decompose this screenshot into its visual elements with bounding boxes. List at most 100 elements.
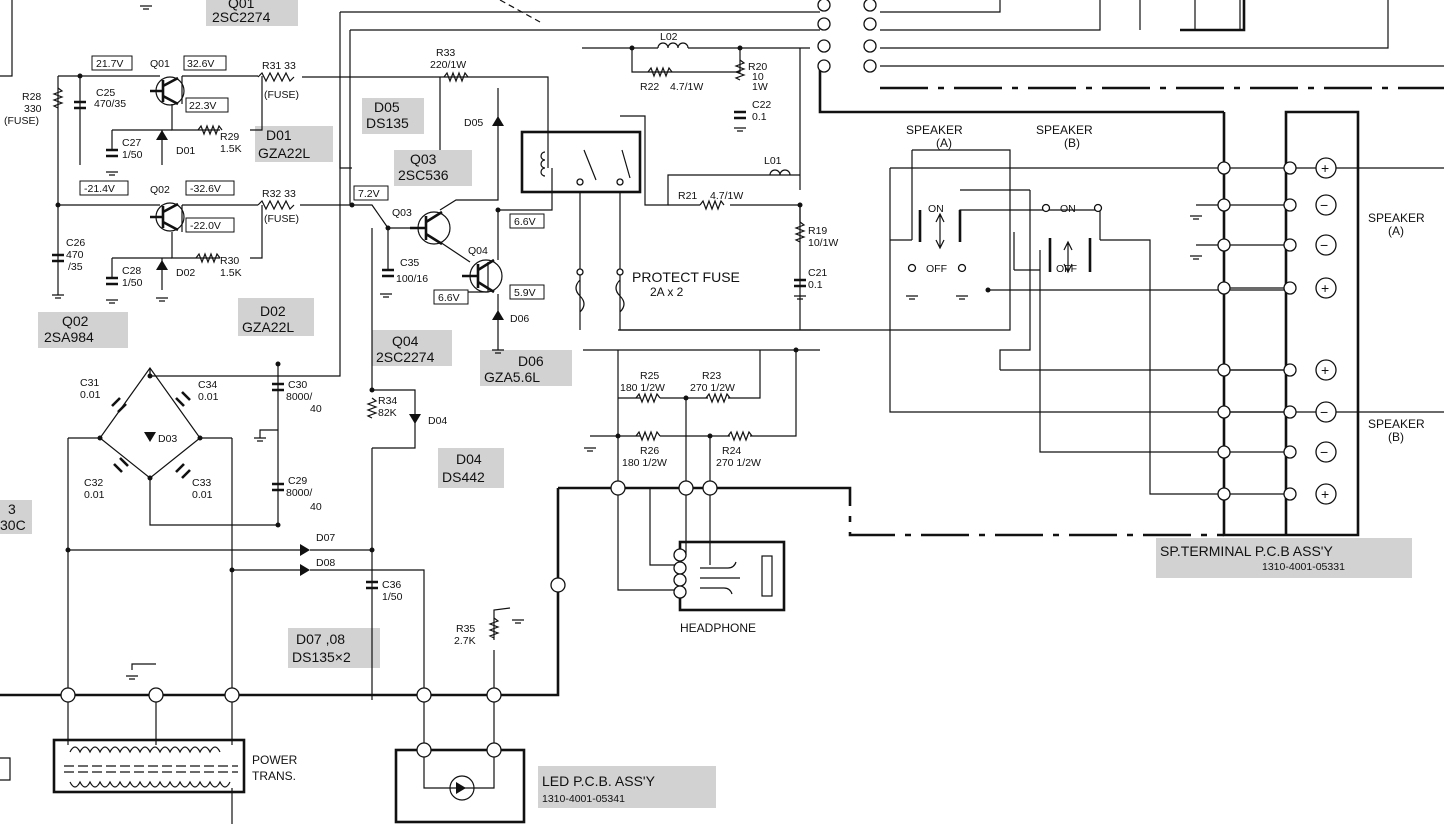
c21-symbol bbox=[794, 278, 806, 288]
d02-symbol bbox=[156, 260, 168, 270]
c32-value: 0.01 bbox=[84, 489, 105, 501]
top-cut-ref: Q01 bbox=[228, 0, 255, 11]
c29-value2: 40 bbox=[310, 501, 322, 513]
r22-value: 4.7/1W bbox=[670, 81, 703, 93]
c35-ref: C35 bbox=[400, 257, 419, 269]
c28-value: 1/50 bbox=[122, 277, 143, 289]
r26-value: 180 1/2W bbox=[622, 457, 667, 469]
d03-ref: D03 bbox=[158, 433, 177, 445]
relay bbox=[520, 130, 642, 194]
highlight-boxes bbox=[0, 0, 1412, 808]
c28-ref: C28 bbox=[122, 265, 141, 277]
protect-fuse-value: 2A x 2 bbox=[650, 285, 684, 299]
left-cut-1: 3 bbox=[8, 501, 16, 517]
q04-tag-part: 2SC2274 bbox=[376, 349, 435, 365]
out-speaker-a-sub: (A) bbox=[1388, 224, 1404, 238]
c26-symbol bbox=[52, 253, 64, 263]
l02-ref: L02 bbox=[660, 31, 678, 43]
nodes bbox=[55, 0, 1297, 758]
q04-emitter-voltage: 5.9V bbox=[514, 287, 536, 299]
c27-value: 1/50 bbox=[122, 149, 143, 161]
c33-ref: C33 bbox=[192, 477, 211, 489]
term-a-plus-1: + bbox=[1321, 160, 1329, 176]
r22-symbol bbox=[647, 66, 673, 78]
l01-ref: L01 bbox=[764, 155, 782, 167]
power-trans-label-2: TRANS. bbox=[252, 769, 296, 783]
c35-value: 100/16 bbox=[396, 273, 428, 285]
c28-symbol bbox=[106, 276, 118, 286]
d07-symbol bbox=[300, 544, 310, 556]
r20-value1: 10 bbox=[752, 71, 764, 83]
q02-collector-voltage: -32.6V bbox=[190, 183, 221, 195]
out-speaker-b-sub: (B) bbox=[1388, 430, 1404, 444]
c36-symbol bbox=[366, 580, 378, 590]
d01-tag-ref: D01 bbox=[266, 127, 292, 143]
d05-ref: D05 bbox=[464, 117, 483, 129]
d08-ref: D08 bbox=[316, 557, 335, 569]
r20-symbol bbox=[734, 59, 746, 81]
headphone-label: HEADPHONE bbox=[680, 621, 756, 635]
sp-terminal-part: 1310-4001-05331 bbox=[1262, 561, 1345, 573]
r21-ref: R21 bbox=[678, 190, 697, 202]
c30-value2: 40 bbox=[310, 403, 322, 415]
term-a-plus-2: + bbox=[1321, 280, 1329, 296]
r30-ref: R30 bbox=[220, 255, 239, 267]
r21-value: 4.7/1W bbox=[710, 190, 743, 202]
r20-ref: R20 bbox=[748, 61, 767, 73]
r32-symbol bbox=[257, 199, 295, 211]
c26-ref: C26 bbox=[66, 237, 85, 249]
q03-collector-voltage: 6.6V bbox=[514, 216, 536, 228]
r23-symbol bbox=[705, 392, 731, 404]
d06-tag-part: GZA5.6L bbox=[484, 369, 540, 385]
q01-base-voltage: 21.7V bbox=[96, 58, 123, 70]
c27-symbol bbox=[106, 148, 118, 158]
r23-ref: R23 bbox=[702, 370, 721, 382]
r22-ref: R22 bbox=[640, 81, 659, 93]
c34-ref: C34 bbox=[198, 379, 217, 391]
c35-symbol bbox=[382, 268, 394, 278]
r26-ref: R26 bbox=[640, 445, 659, 457]
c30-value1: 8000/ bbox=[286, 391, 312, 403]
c25-ref: C25 bbox=[96, 87, 115, 99]
d07-ref: D07 bbox=[316, 532, 335, 544]
ground-symbols bbox=[52, 5, 1202, 680]
c36-value: 1/50 bbox=[382, 591, 403, 603]
q04-tag-ref: Q04 bbox=[392, 333, 419, 349]
out-speaker-b-title: SPEAKER bbox=[1368, 417, 1425, 431]
q01-ref: Q01 bbox=[150, 58, 170, 70]
c30-ref: C30 bbox=[288, 379, 307, 391]
power-trans-label-1: POWER bbox=[252, 753, 298, 767]
d0708-tag-ref: D07 ,08 bbox=[296, 631, 345, 647]
d06-symbol bbox=[492, 310, 504, 320]
d06-tag-ref: D06 bbox=[518, 353, 544, 369]
c31-ref: C31 bbox=[80, 377, 99, 389]
r19-symbol bbox=[794, 221, 806, 243]
c21-ref: C21 bbox=[808, 267, 827, 279]
q04-base-voltage: 6.6V bbox=[438, 292, 460, 304]
r19-value: 10/1W bbox=[808, 237, 838, 249]
r31-ref: R31 33 bbox=[262, 60, 296, 72]
component-labels: Q01 2SC2274 R28 330 (FUSE) C25 470/35 Q0… bbox=[0, 0, 1425, 805]
d01-ref: D01 bbox=[176, 145, 195, 157]
component-symbols bbox=[52, 42, 1103, 801]
c22-value: 0.1 bbox=[752, 111, 767, 123]
protect-fuse-label: PROTECT FUSE bbox=[632, 269, 740, 285]
r33-ref: R33 bbox=[436, 47, 455, 59]
speaker-b-switch-sub: (B) bbox=[1064, 136, 1080, 150]
d02-tag-part: GZA22L bbox=[242, 319, 294, 335]
q04-ref: Q04 bbox=[468, 245, 488, 257]
r29-symbol bbox=[197, 124, 223, 136]
c27-ref: C27 bbox=[122, 137, 141, 149]
r24-value: 270 1/2W bbox=[716, 457, 761, 469]
c21-value: 0.1 bbox=[808, 279, 823, 291]
d02-tag-ref: D02 bbox=[260, 303, 286, 319]
switch-b-off: OFF bbox=[1056, 263, 1077, 275]
c30-symbol bbox=[272, 382, 284, 392]
r19-ref: R19 bbox=[808, 225, 827, 237]
d04-symbol bbox=[409, 414, 421, 424]
speaker-b-switch-title: SPEAKER bbox=[1036, 123, 1093, 137]
r33-symbol bbox=[443, 71, 469, 83]
r33-value: 220/1W bbox=[430, 59, 466, 71]
d0708-tag-part: DS135×2 bbox=[292, 649, 351, 665]
